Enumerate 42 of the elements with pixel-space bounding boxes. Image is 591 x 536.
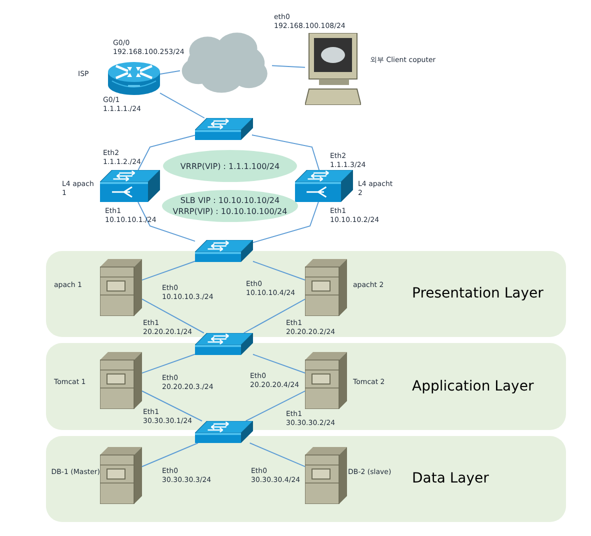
vip-label: SLB VIP : 10.10.10.10/24 (180, 195, 280, 206)
layer-title: Data Layer (412, 470, 489, 488)
vip-label: VRRP(VIP) : 10.10.10.100/24 (172, 206, 288, 217)
network-link (245, 390, 306, 422)
network-link (142, 390, 202, 422)
layer-band (46, 251, 566, 337)
network-link (142, 442, 198, 468)
network-link (252, 354, 306, 374)
vip-ellipse (163, 150, 297, 182)
network-link (142, 298, 204, 334)
server-icon (305, 352, 347, 409)
switch-icon (195, 240, 253, 262)
router-icon (108, 62, 160, 95)
network-link (142, 260, 196, 281)
computer-icon (305, 33, 361, 105)
network-link (138, 134, 196, 170)
vip-label: VRRP(VIP) : 1.1.1.100/24 (180, 160, 280, 172)
server-icon (100, 447, 142, 504)
switch-icon (195, 118, 253, 140)
server-icon (100, 352, 142, 409)
layer-title: Application Layer (412, 377, 534, 396)
network-link (252, 134, 320, 170)
layer-band (46, 436, 566, 522)
switch-icon (195, 333, 253, 355)
network-link (243, 298, 306, 334)
network-link (160, 70, 180, 75)
network-link (138, 202, 196, 242)
network-link (272, 65, 306, 68)
network-link (160, 92, 205, 118)
network-link (252, 202, 319, 244)
server-icon (305, 447, 347, 504)
server-icon (305, 259, 347, 316)
layer-title: Presentation Layer (412, 284, 544, 304)
network-link (249, 442, 306, 468)
network-link (142, 354, 196, 374)
network-link (252, 260, 306, 280)
l4-switch-icon (295, 170, 353, 202)
server-icon (100, 259, 142, 316)
vip-ellipse (162, 190, 298, 222)
l4-switch-icon (100, 170, 160, 202)
switch-icon (195, 421, 253, 443)
layer-band (46, 343, 566, 430)
